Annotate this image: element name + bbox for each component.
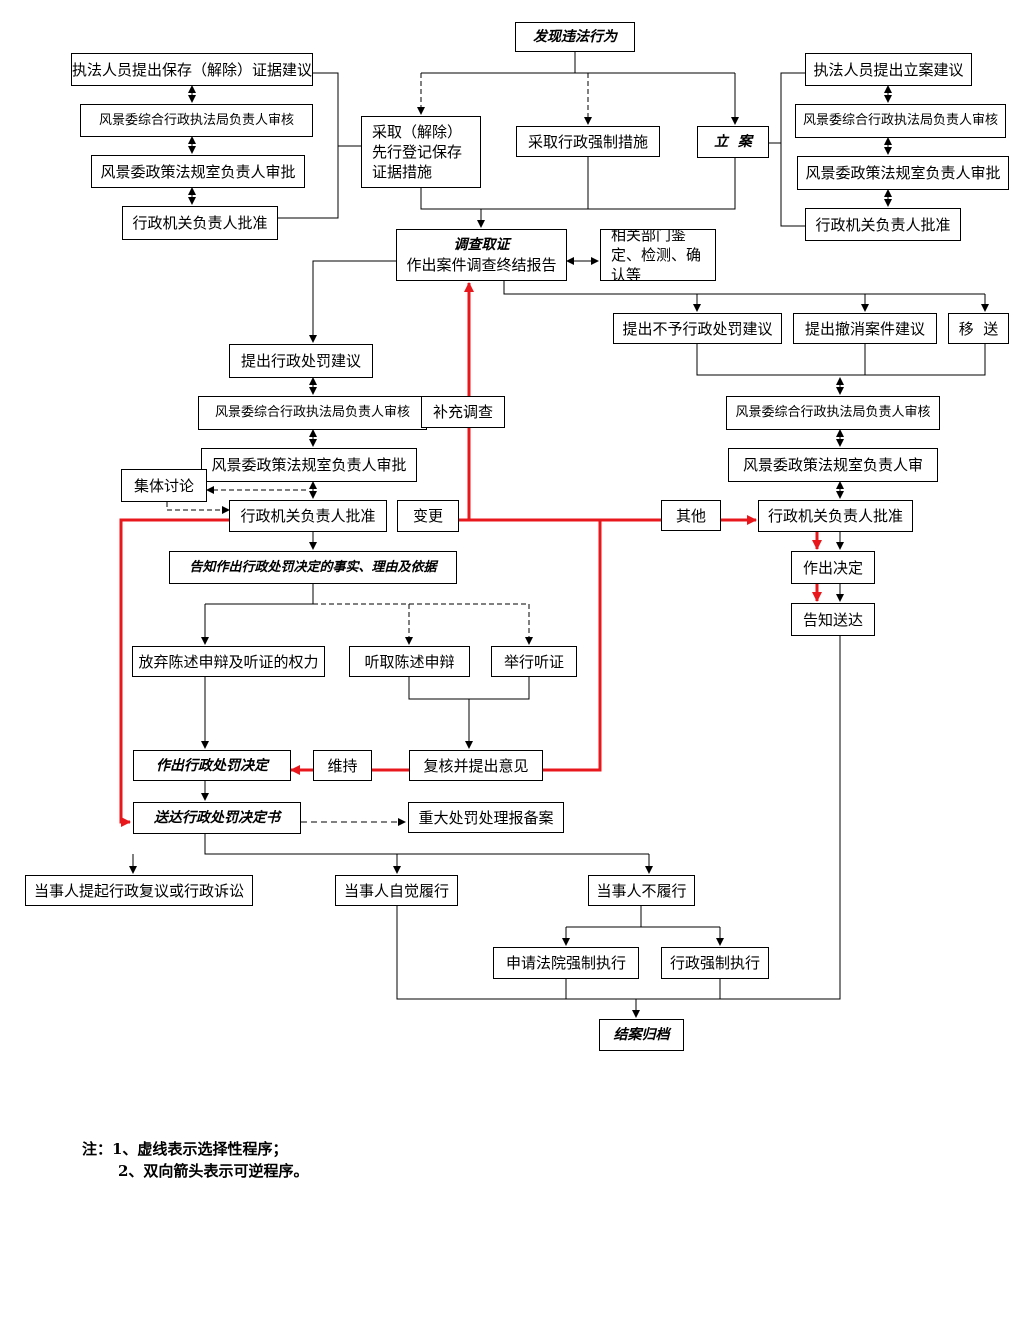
- preserve-review-node: 风景委综合行政执法局负责人审核: [80, 104, 313, 137]
- right-review-node: 风景委综合行政执法局负责人审核: [726, 396, 940, 430]
- penalty-decision-node: 作出行政处罚决定: [133, 750, 291, 781]
- preserve-approve-node: 风景委政策法规室负责人审批: [91, 155, 305, 188]
- review-opinion-node: 复核并提出意见: [409, 750, 543, 781]
- appraisal-node: 相关部门鉴定、检测、确认等: [600, 229, 716, 281]
- transfer-node: 移 送: [948, 313, 1009, 344]
- appeal-node: 当事人提起行政复议或行政诉讼: [25, 875, 253, 906]
- archive-node: 结案归档: [599, 1019, 684, 1051]
- preserve-ratify-node: 行政机关负责人批准: [122, 206, 278, 240]
- investigate-title: 调查取证: [453, 237, 510, 253]
- investigate-node: 调查取证 作出案件调查终结报告: [396, 229, 567, 281]
- deliver-decision-node: 送达行政处罚决定书: [133, 802, 301, 834]
- right-approve-node: 风景委政策法规室负责人审: [728, 448, 938, 482]
- waive-node: 放弃陈述申辩及听证的权力: [132, 646, 325, 677]
- maintain-node: 维持: [313, 750, 372, 781]
- case-ratify-node: 行政机关负责人批准: [805, 208, 961, 241]
- hold-hearing-node: 举行听证: [491, 646, 577, 677]
- major-record-node: 重大处罚处理报备案: [408, 802, 564, 833]
- admin-enforce-node: 行政强制执行: [661, 947, 769, 979]
- right-ratify-node: 行政机关负责人批准: [758, 500, 913, 532]
- hear-statement-node: 听取陈述申辩: [349, 646, 470, 677]
- make-decision-node: 作出决定: [791, 551, 875, 584]
- note-line-1: 注：1、虚线表示选择性程序；: [82, 1140, 288, 1158]
- preserve-suggest-node: 执法人员提出保存（解除）证据建议: [71, 53, 313, 86]
- voluntary-perform-node: 当事人自觉履行: [335, 875, 458, 906]
- revoke-case-node: 提出撤消案件建议: [793, 313, 937, 344]
- penalty-review-node: 风景委综合行政执法局负责人审核: [198, 396, 427, 430]
- case-approve-node: 风景委政策法规室负责人审批: [797, 156, 1009, 190]
- group-discuss-node: 集体讨论: [121, 469, 207, 502]
- discover-violation-node: 发现违法行为: [515, 22, 635, 52]
- no-penalty-node: 提出不予行政处罚建议: [613, 313, 782, 344]
- notify-deliver-node: 告知送达: [791, 603, 875, 636]
- penalty-suggest-node: 提出行政处罚建议: [229, 344, 373, 378]
- compulsory-measure-node: 采取行政强制措施: [516, 126, 660, 157]
- file-case-node: 立 案: [697, 126, 769, 158]
- inform-node: 告知作出行政处罚决定的事实、理由及依据: [169, 551, 457, 584]
- investigate-text: 作出案件调查终结报告: [406, 256, 557, 274]
- non-perform-node: 当事人不履行: [588, 875, 695, 906]
- case-suggest-node: 执法人员提出立案建议: [805, 53, 972, 86]
- note-line-2: 2、双向箭头表示可逆程序。: [118, 1162, 309, 1180]
- preserve-measure-node: 采取（解除）先行登记保存证据措施: [361, 116, 481, 188]
- supplement-investigation-node: 补充调查: [421, 396, 505, 428]
- court-enforce-node: 申请法院强制执行: [493, 947, 639, 979]
- other-node: 其他: [661, 500, 721, 531]
- penalty-approve-node: 风景委政策法规室负责人审批: [201, 448, 417, 482]
- case-review-node: 风景委综合行政执法局负责人审核: [795, 104, 1006, 138]
- penalty-ratify-node: 行政机关负责人批准: [229, 500, 387, 532]
- change-node: 变更: [397, 500, 459, 532]
